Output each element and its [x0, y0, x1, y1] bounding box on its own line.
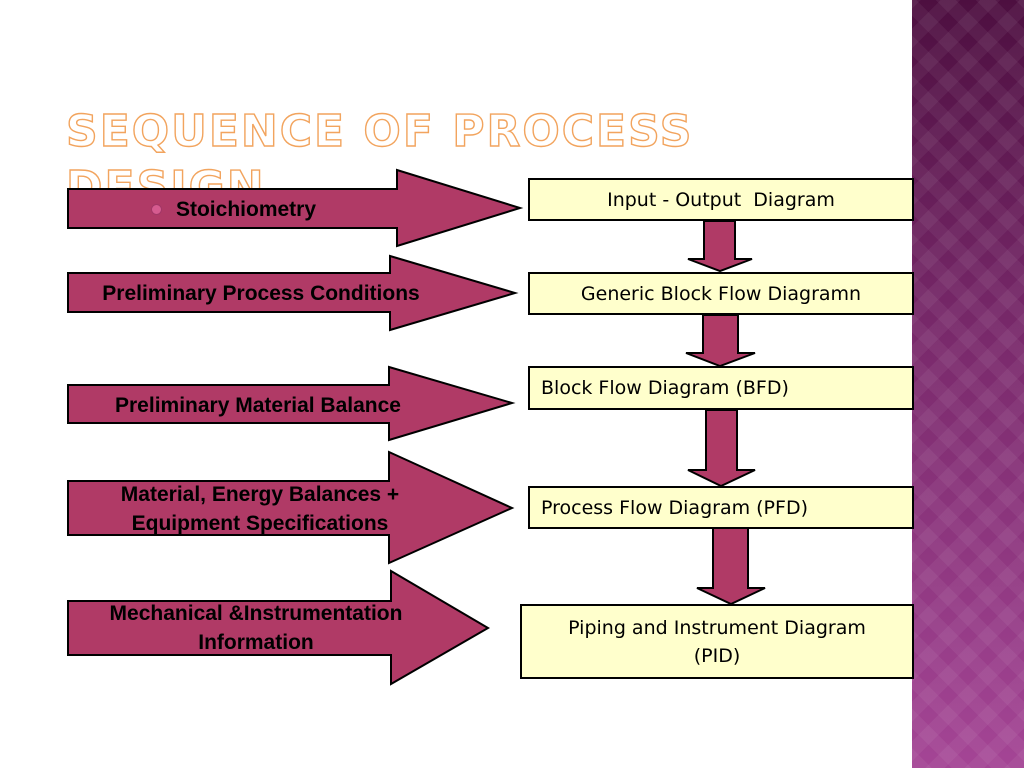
flow-arrow-down-1 [687, 220, 753, 273]
stage-box-generic-block-flow-diagram: Generic Block Flow Diagramn [528, 272, 914, 315]
flow-arrow-down-3 [687, 409, 756, 488]
input-arrow-mechanical-instrumentation [67, 569, 490, 686]
input-arrow-preliminary-process-conditions [67, 254, 519, 332]
input-label-mechanical-instrumentation: Mechanical &Instrumentation Information [109, 602, 403, 654]
stage-box-piping-instrument-diagram: Piping and Instrument Diagram (PID) [520, 604, 914, 679]
input-arrow-material-energy-balances [67, 450, 515, 565]
stage-box-input-output-diagram: Input - Output Diagram [528, 178, 914, 221]
side-decoration-band [912, 0, 1024, 768]
bullet-icon [150, 203, 162, 215]
flow-arrow-down-4 [696, 527, 766, 606]
input-arrow-stoichiometry [67, 168, 524, 248]
stage-box-block-flow-diagram: Block Flow Diagram (BFD) [528, 366, 914, 410]
flow-arrow-down-2 [685, 314, 756, 368]
input-label-stoichiometry: Stoichiometry [70, 191, 397, 227]
input-label-preliminary-material-balance: Preliminary Material Balance [115, 393, 401, 417]
input-label-material-energy-balances: Material, Energy Balances + Equipment Sp… [120, 483, 400, 535]
input-arrow-preliminary-material-balance [67, 365, 516, 442]
input-label-preliminary-process-conditions: Preliminary Process Conditions [102, 281, 420, 305]
stage-box-process-flow-diagram: Process Flow Diagram (PFD) [528, 486, 914, 529]
